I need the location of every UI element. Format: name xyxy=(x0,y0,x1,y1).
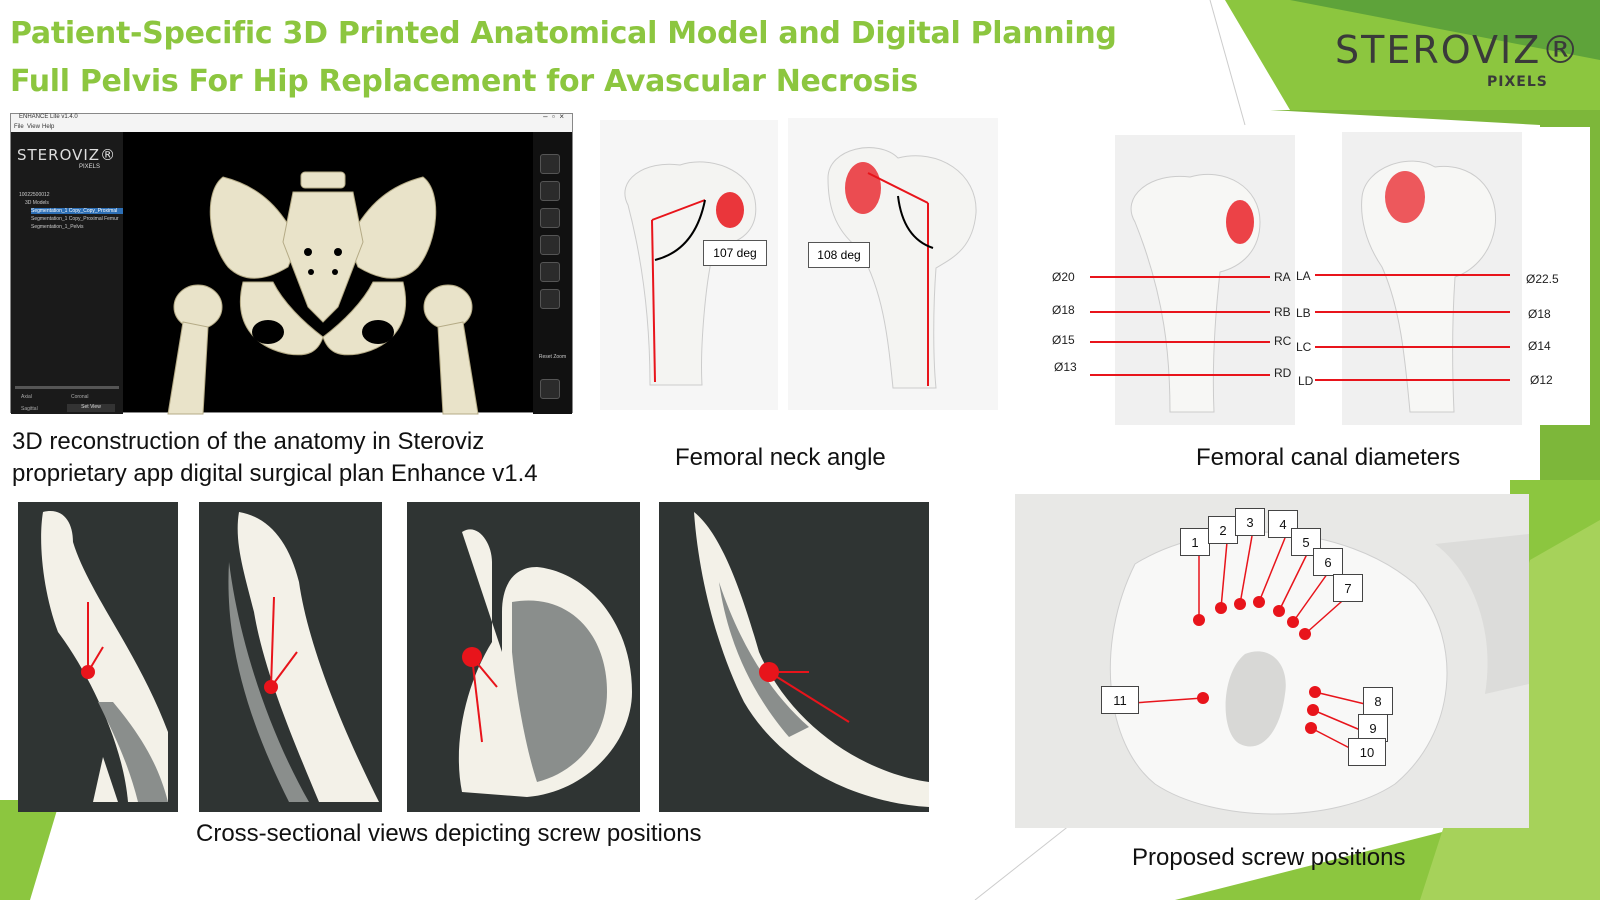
canal-right-label-a: RA xyxy=(1274,270,1291,284)
screw-label-1: 1 xyxy=(1180,528,1210,556)
window-title: ENHANCE Lite v1.4.0 xyxy=(19,114,78,120)
hand-icon[interactable] xyxy=(540,154,560,174)
pelvis-3d-render[interactable] xyxy=(123,132,533,415)
canal-right-diameter-c: Ø15 xyxy=(1052,333,1075,347)
bg-shape-bottom-left xyxy=(0,800,60,900)
neck-angle-label-2: 108 deg xyxy=(808,242,870,268)
camera-icon[interactable] xyxy=(540,379,560,399)
canal-left-label-b: LB xyxy=(1296,306,1311,320)
tree-item-pelvis[interactable]: Segmentation_1_Pelvis xyxy=(31,224,84,230)
caption-screw-positions: Proposed screw positions xyxy=(1132,844,1406,871)
screw-label-3: 3 xyxy=(1235,508,1265,536)
canal-right-label-d: RD xyxy=(1274,366,1292,380)
app-logo-wordmark: STEROVIZ® xyxy=(17,146,117,164)
app-logo-subtext: PIXELS xyxy=(79,164,101,170)
screw-label-6: 6 xyxy=(1313,548,1343,576)
screw-label-7: 7 xyxy=(1333,574,1363,602)
cross-section-1 xyxy=(18,502,178,812)
tree-root[interactable]: 10022500012 xyxy=(19,192,50,198)
cross-section-3 xyxy=(407,502,640,812)
logo-wordmark: STEROVIZ® xyxy=(1335,28,1582,72)
app-toolbar: Reset Zoom xyxy=(533,132,572,414)
view-sagittal[interactable]: Sagittal xyxy=(21,406,38,412)
set-view-button[interactable]: Set View xyxy=(67,404,115,412)
canal-left-label-d: LD xyxy=(1298,374,1314,388)
canal-right-label-b: RB xyxy=(1274,305,1291,319)
tree-item-selected[interactable]: Segmentation_1 Copy_Copy_Proximal xyxy=(31,208,123,214)
menu-view[interactable]: View xyxy=(27,124,40,130)
caption-reconstruction-line2: proprietary app digital surgical plan En… xyxy=(12,460,538,487)
cross-section-3-art xyxy=(458,529,632,797)
canal-right-label-c: RC xyxy=(1274,334,1292,348)
caption-cross-section: Cross-sectional views depicting screw po… xyxy=(196,820,702,847)
menu-file[interactable]: File xyxy=(14,124,24,130)
logo: STEROVIZ® PIXELS xyxy=(1335,28,1579,98)
screw-label-2: 2 xyxy=(1208,516,1238,544)
menu-bar: File View Help xyxy=(11,124,572,132)
ruler-icon[interactable] xyxy=(540,208,560,228)
cross-section-4 xyxy=(659,502,929,812)
canal-left-diameter-b: Ø18 xyxy=(1528,307,1551,321)
view-coronal[interactable]: Coronal xyxy=(71,394,89,400)
tree-3d-models[interactable]: 3D Models xyxy=(25,200,49,206)
canal-femur-renders xyxy=(1090,132,1522,425)
menu-help[interactable]: Help xyxy=(42,124,55,130)
canal-left-diameter-d: Ø12 xyxy=(1530,373,1553,387)
screw-label-9: 9 xyxy=(1358,714,1388,742)
caption-reconstruction-line1: 3D reconstruction of the anatomy in Ster… xyxy=(12,428,485,455)
screw-leader-lines xyxy=(1132,535,1366,757)
view-axial[interactable]: Axial xyxy=(21,394,32,400)
femur-render-2 xyxy=(827,147,977,389)
canal-left-label-a: LA xyxy=(1296,269,1311,283)
sidebar-scrollbar[interactable] xyxy=(15,386,119,389)
reset-zoom-button[interactable]: Reset Zoom xyxy=(538,354,567,360)
bg-shape-top-dark xyxy=(1290,0,1600,60)
neck-angle-panel-left: 108 deg xyxy=(788,118,998,410)
cross-section-4-art xyxy=(694,512,929,807)
curve-icon[interactable] xyxy=(540,235,560,255)
cross-section-2-art xyxy=(228,512,379,802)
canal-left-diameter-a: Ø22.5 xyxy=(1526,272,1559,286)
bg-line-1 xyxy=(1209,0,1246,126)
title-line-1: Patient-Specific 3D Printed Anatomical M… xyxy=(10,16,1117,51)
title-line-2: Full Pelvis For Hip Replacement for Avas… xyxy=(10,64,918,99)
window-controls[interactable]: – ▫ × xyxy=(543,112,564,121)
bg-line-2 xyxy=(974,824,1071,900)
logo-subtext: PIXELS xyxy=(1487,74,1548,90)
screw-positions-panel: 1 2 3 4 5 6 7 8 9 10 11 xyxy=(1015,494,1529,828)
app-sidebar: STEROVIZ® PIXELS 10022500012 3D Models S… xyxy=(11,132,123,414)
canal-right-diameter-b: Ø18 xyxy=(1052,303,1075,317)
enhance-app-window: ENHANCE Lite v1.4.0 – ▫ × File View Help… xyxy=(10,112,573,415)
cross-section-1-art xyxy=(41,511,168,802)
screw-label-8: 8 xyxy=(1363,687,1393,715)
screw-label-11: 11 xyxy=(1101,686,1139,714)
caption-canal-diameters: Femoral canal diameters xyxy=(1196,444,1461,471)
canal-left-label-c: LC xyxy=(1296,340,1312,354)
layers-icon[interactable] xyxy=(540,289,560,309)
pointer-icon[interactable] xyxy=(540,181,560,201)
canal-left-diameter-c: Ø14 xyxy=(1528,339,1551,353)
canal-right-diameter-d: Ø13 xyxy=(1054,360,1077,374)
neck-angle-panel-right: 107 deg xyxy=(600,120,778,410)
screw-label-10: 10 xyxy=(1348,738,1386,766)
neck-angle-label-1: 107 deg xyxy=(703,240,767,266)
canal-diameters-panel: Ø20 Ø18 Ø15 Ø13 RA RB RC RD LA LB LC LD … xyxy=(1052,127,1590,425)
angle-icon[interactable] xyxy=(540,262,560,282)
caption-neck-angle: Femoral neck angle xyxy=(675,444,886,471)
canal-right-diameter-a: Ø20 xyxy=(1052,270,1075,284)
cross-section-2 xyxy=(199,502,382,812)
tree-item-femur[interactable]: Segmentation_1 Copy_Proximal Femur xyxy=(31,216,119,222)
